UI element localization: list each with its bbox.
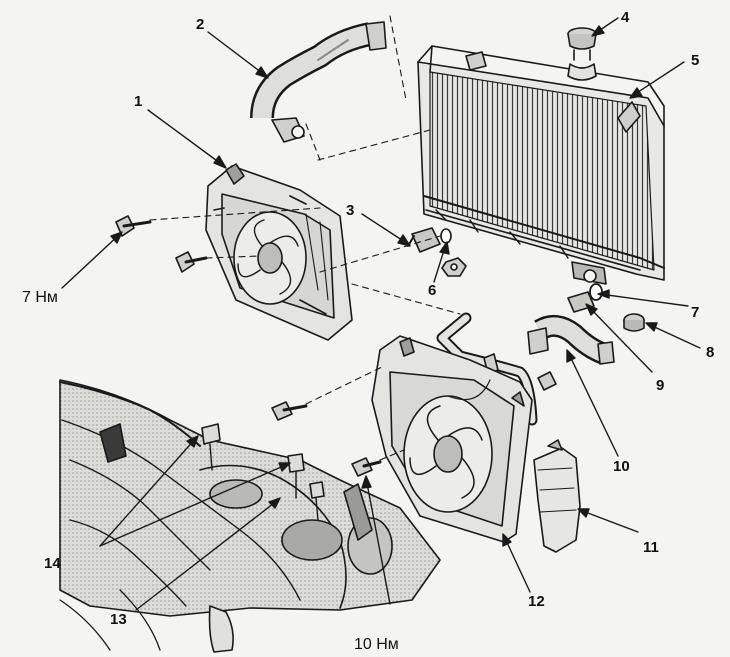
coolant-reservoir — [511, 391, 581, 553]
leader-arrows — [61, 17, 701, 611]
mounting-bolt — [271, 401, 308, 421]
callout-6: 6 — [428, 282, 437, 299]
auxiliary-fan-shroud — [205, 163, 353, 341]
callout-3: 3 — [346, 202, 355, 219]
fan-motor-connectors — [201, 423, 325, 521]
alignment-lines — [149, 15, 461, 461]
callout-10: 10 — [613, 458, 630, 475]
callout-4: 4 — [621, 9, 630, 26]
callout-5: 5 — [691, 52, 700, 69]
temperature-sensor — [567, 283, 603, 313]
mounting-bolt — [351, 457, 382, 477]
callout-1: 1 — [134, 93, 143, 110]
radiator-mount-cushion — [623, 313, 645, 332]
callout-12: 12 — [528, 593, 545, 610]
mounting-bolt — [115, 215, 152, 237]
callout-9: 9 — [656, 377, 665, 394]
callout-8: 8 — [706, 344, 715, 361]
lower-radiator-hose — [527, 314, 615, 365]
callout-14: 14 — [44, 555, 61, 572]
radiator — [417, 45, 665, 285]
nut — [441, 257, 467, 277]
callout-2: 2 — [196, 16, 205, 33]
radiator-fan-shroud — [371, 335, 533, 543]
radiator-cap — [567, 27, 597, 81]
mounting-bolt — [175, 251, 208, 273]
torque-label-left: 7 Нм — [22, 289, 58, 306]
callout-7: 7 — [691, 304, 700, 321]
upper-radiator-hose — [250, 21, 387, 143]
mounting-bolt — [537, 371, 557, 391]
callout-13: 13 — [110, 611, 127, 628]
engine-compartment — [59, 379, 441, 653]
torque-label-bottom: 10 Нм — [354, 636, 399, 653]
callout-11: 11 — [643, 539, 659, 556]
